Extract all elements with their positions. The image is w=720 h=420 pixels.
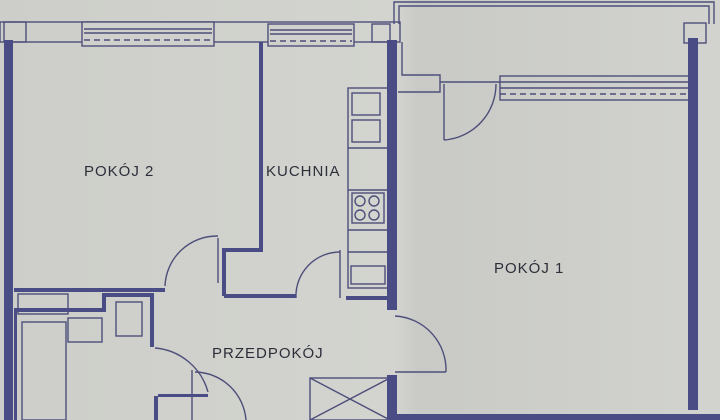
washing-machine (17, 293, 69, 315)
toilet (115, 301, 143, 337)
room-label-przedpokoj: PRZEDPOKÓJ (212, 345, 324, 362)
window-kuchnia (267, 23, 355, 47)
room-label-kuchnia: KUCHNIA (266, 163, 341, 180)
window-pokoj-2 (81, 21, 215, 47)
stove (351, 192, 385, 224)
bathtub (21, 321, 67, 420)
washbasin (67, 317, 103, 343)
room-label-pokoj-2: POKÓJ 2 (84, 163, 155, 180)
kitchen-counter (347, 87, 389, 289)
room-label-pokoj-1: POKÓJ 1 (494, 260, 565, 277)
pillar (3, 21, 27, 43)
sink (351, 92, 381, 116)
walls (4, 38, 720, 420)
